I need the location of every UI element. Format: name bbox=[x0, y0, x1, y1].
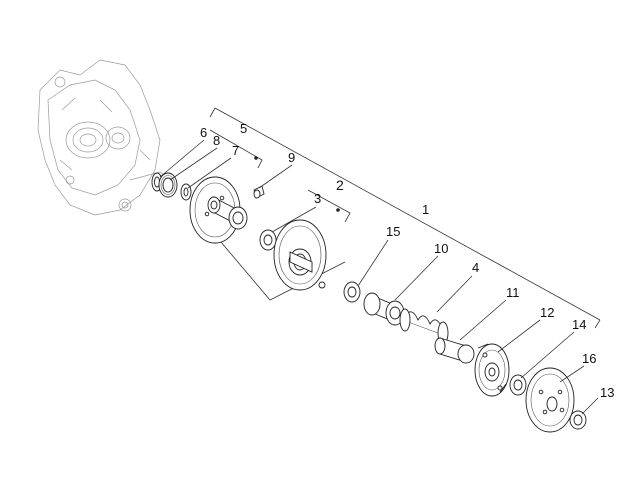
assembly-bracket-5 bbox=[209, 129, 263, 169]
part-9-pin bbox=[253, 185, 265, 199]
callout-15: 15 bbox=[386, 224, 400, 239]
callout-6: 6 bbox=[200, 125, 207, 140]
callout-16: 16 bbox=[582, 351, 596, 366]
callout-7: 7 bbox=[232, 143, 239, 158]
part-8-bearing bbox=[158, 172, 178, 198]
part-7-spacer bbox=[180, 183, 192, 201]
callout-13: 13 bbox=[600, 385, 614, 400]
part-15-seal bbox=[343, 281, 361, 303]
marker-dot-5 bbox=[254, 156, 258, 160]
assembly-bracket-1 bbox=[209, 107, 601, 329]
part-5-pulley-half bbox=[189, 176, 248, 244]
callout-4: 4 bbox=[472, 260, 479, 275]
callout-11: 11 bbox=[506, 285, 520, 300]
callout-14: 14 bbox=[572, 317, 586, 332]
callout-labels: 1 2 3 4 5 6 7 8 9 10 11 12 13 14 15 16 bbox=[200, 121, 614, 400]
callout-5: 5 bbox=[240, 121, 247, 136]
callout-1: 1 bbox=[422, 202, 429, 217]
callout-9: 9 bbox=[288, 150, 295, 165]
leader-lines bbox=[159, 139, 599, 415]
part-11-spring-cup bbox=[434, 337, 475, 364]
callout-8: 8 bbox=[213, 133, 220, 148]
marker-dot-2 bbox=[336, 208, 340, 212]
callout-2: 2 bbox=[336, 177, 344, 193]
part-16-clutch-bell bbox=[525, 367, 575, 433]
crankcase-housing bbox=[37, 59, 176, 216]
part-13-nut bbox=[569, 410, 587, 430]
part-12-clutch bbox=[474, 343, 510, 397]
callout-3: 3 bbox=[314, 191, 321, 206]
part-2-movable-pulley bbox=[273, 219, 327, 291]
callout-10: 10 bbox=[434, 241, 448, 256]
part-10-sleeve bbox=[363, 292, 405, 326]
part-14-washer bbox=[509, 374, 527, 396]
callout-12: 12 bbox=[540, 305, 554, 320]
part-3-bearing bbox=[259, 229, 277, 251]
